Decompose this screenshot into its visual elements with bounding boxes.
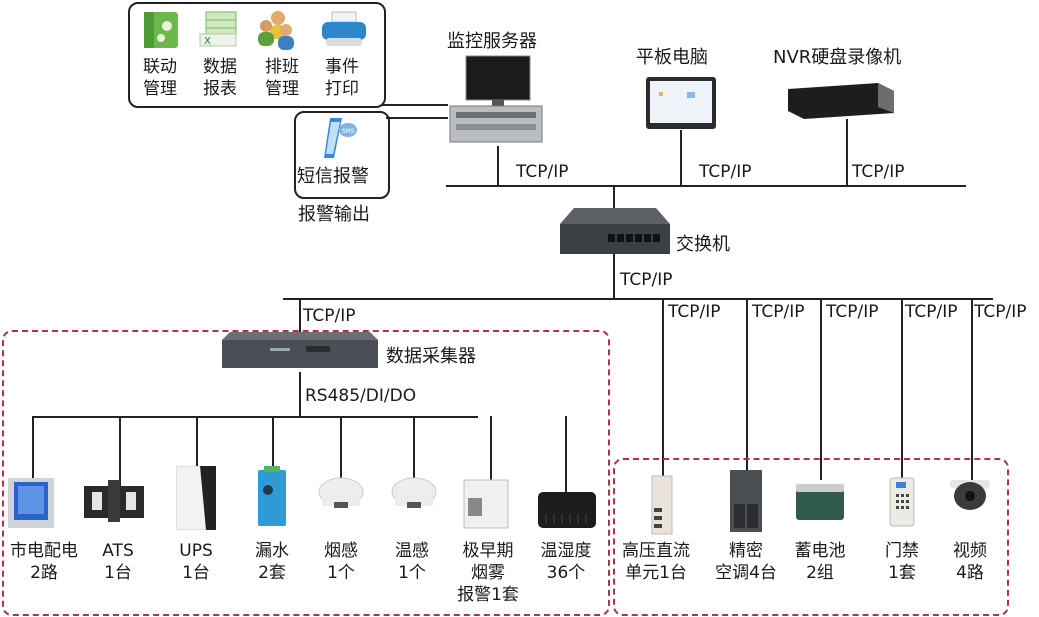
device-label-ats: ATS 1台 — [102, 541, 134, 583]
device-label-precision-ac: 精密 空调4台 — [715, 541, 777, 583]
collector-group-boundary — [2, 330, 610, 616]
device-label-hvdc: 高压直流 单元1台 — [622, 541, 690, 583]
water-leak-sensor-icon — [258, 466, 286, 526]
device-label-mains: 市电配电 2路 — [10, 541, 78, 583]
ats-drop-line — [119, 416, 121, 490]
device-label-video: 视频 4路 — [953, 541, 987, 583]
smoke-detector-icon — [318, 477, 364, 508]
data-collector-icon — [222, 332, 378, 368]
upper-network-bus — [446, 185, 966, 187]
collector-down-line — [299, 372, 301, 418]
bus-to-switch-line — [613, 186, 615, 212]
power-meter-icon — [8, 478, 54, 528]
device-label-leak: 漏水 2套 — [255, 541, 289, 583]
meter-drop-line — [32, 416, 34, 480]
rs485-bus — [32, 416, 478, 418]
heat-detector-icon — [391, 477, 437, 508]
tool-label-report: 数据 报表 — [203, 57, 237, 99]
heat-drop-line — [413, 416, 415, 478]
network-switch-icon — [560, 208, 670, 254]
svg-text:SMS: SMS — [342, 128, 355, 135]
collector-label: 数据采集器 — [386, 346, 476, 367]
tool-label-linkage: 联动 管理 — [143, 57, 177, 99]
th-drop-line — [565, 416, 567, 492]
tablet-drop-line — [680, 130, 682, 186]
bus-to-collector-line — [299, 298, 301, 354]
aspirating-smoke-icon — [463, 479, 509, 529]
mobile-message-icon: SMS — [324, 118, 357, 158]
temp-humidity-sensor-icon — [538, 492, 596, 528]
ac-protocol-label: TCP/IP — [752, 302, 805, 322]
collector-down-protocol-label: RS485/DI/DO — [305, 386, 417, 406]
tablet-icon — [646, 77, 716, 129]
video-drop-line — [971, 298, 973, 480]
ac-drop-line — [746, 298, 748, 470]
ups-drop-line — [196, 416, 198, 466]
tools-to-server-line — [382, 104, 448, 106]
sms-to-server-line — [386, 117, 448, 119]
nvr-recorder-icon — [788, 83, 894, 119]
video-protocol-label: TCP/IP — [974, 302, 1027, 322]
access-drop-line — [901, 298, 903, 478]
tool-label-schedule: 排班 管理 — [265, 57, 299, 99]
switch-protocol-label: TCP/IP — [620, 270, 673, 290]
alarm-output-caption: 报警输出 — [298, 204, 370, 225]
folder-gear-icon — [144, 12, 178, 48]
hvdc-drop-line — [662, 298, 664, 480]
device-label-vesda: 极早期 烟雾 报警1套 — [457, 541, 519, 605]
hvdc-protocol-label: TCP/IP — [668, 302, 721, 322]
device-label-heat: 温感 1个 — [395, 541, 429, 583]
dome-camera-icon — [950, 480, 990, 510]
precision-ac-icon — [730, 470, 762, 532]
access-control-icon — [889, 477, 915, 527]
device-label-ups: UPS 1台 — [179, 541, 213, 583]
nvr-protocol-label: TCP/IP — [852, 162, 905, 182]
hvdc-unit-icon — [651, 475, 673, 535]
tablet-label: 平板电脑 — [636, 47, 708, 68]
network-devices-group-boundary — [613, 458, 1009, 616]
server-drop-line — [497, 146, 499, 186]
ups-icon — [176, 466, 216, 530]
leak-drop-line — [272, 416, 274, 474]
spreadsheet-icon: X — [199, 11, 237, 47]
people-group-icon — [258, 11, 294, 50]
monitoring-server-icon — [449, 55, 543, 143]
device-label-smoke: 烟感 1个 — [324, 541, 358, 583]
device-label-access: 门禁 1套 — [885, 541, 919, 583]
battery-icon — [796, 484, 844, 520]
switch-down-line — [613, 254, 615, 299]
smoke-drop-line — [340, 416, 342, 478]
printer-icon — [322, 11, 366, 46]
svg-text:X: X — [204, 36, 211, 47]
battery-drop-line — [820, 298, 822, 480]
nvr-drop-line — [846, 119, 848, 186]
device-label-battery: 蓄电池 2组 — [794, 541, 846, 583]
server-protocol-label: TCP/IP — [516, 162, 569, 182]
sms-alarm-label: 短信报警 — [297, 166, 369, 187]
switch-label: 交换机 — [676, 234, 730, 255]
device-label-temp-humidity: 温湿度 36个 — [540, 541, 592, 583]
tablet-protocol-label: TCP/IP — [699, 162, 752, 182]
access-protocol-label: TCP/IP — [905, 302, 958, 322]
lower-network-bus — [283, 298, 993, 300]
ats-switch-icon — [84, 480, 144, 522]
tool-label-print: 事件 打印 — [325, 57, 359, 99]
vesda-drop-line — [490, 416, 492, 480]
battery-protocol-label: TCP/IP — [826, 302, 879, 322]
nvr-label: NVR硬盘录像机 — [773, 47, 902, 68]
collector-up-protocol-label: TCP/IP — [303, 306, 356, 326]
server-label: 监控服务器 — [447, 31, 537, 52]
